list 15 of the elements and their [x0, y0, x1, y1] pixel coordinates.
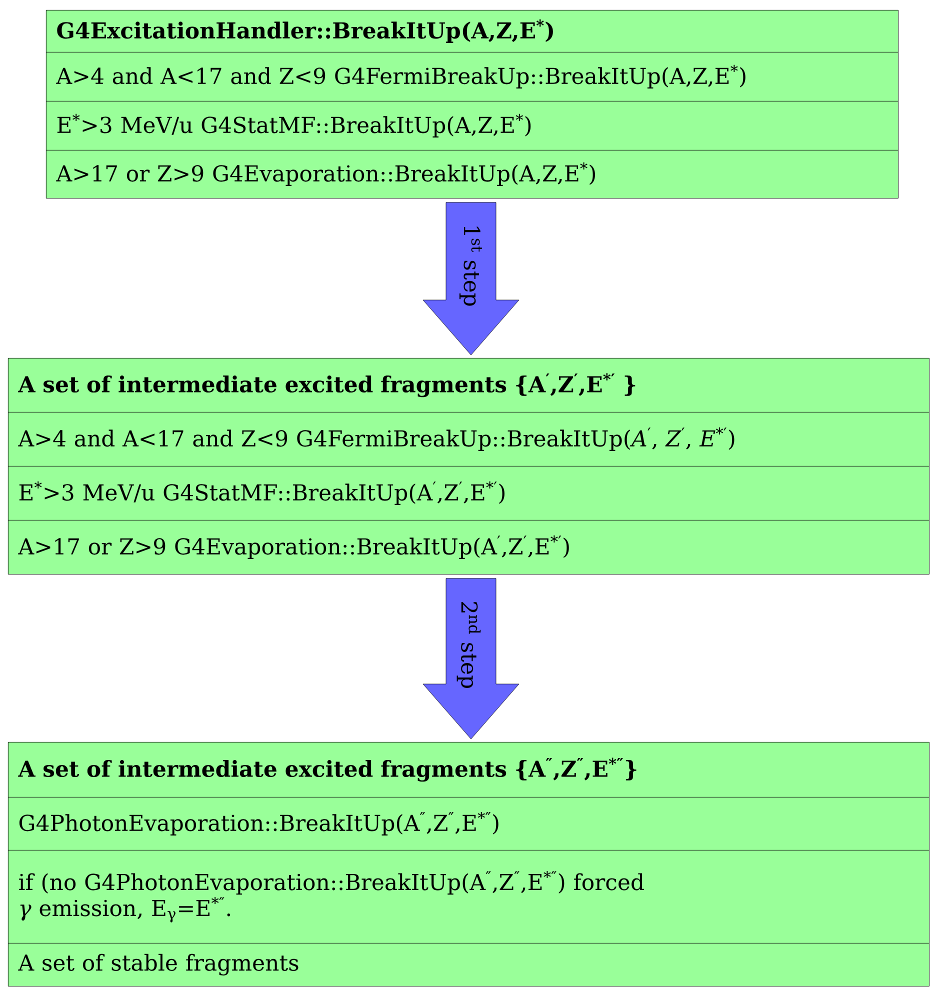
table-row: A>4 and A<17 and Z<9 G4FermiBreakUp::BreakItUp(A$^{′}$, Z$^{′}$, E$^{*′}$) [8, 412, 930, 466]
table-header: G4ExcitationHandler::BreakItUp(A,Z,E$^{*}$) [46, 10, 898, 52]
table-header: A set of intermediate excited fragments {A$^{″}$,Z$^{″}$,E$^{*″}$} [8, 742, 930, 798]
table-row: A>17 or Z>9 G4Evaporation::BreakItUp(A,Z,E$^{*}$) [46, 150, 898, 198]
table-row: A>4 and A<17 and Z<9 G4FermiBreakUp::BreakItUp(A,Z,E$^{*}$) [46, 52, 898, 102]
table-row: E$^{*}$>3 MeV/u G4StatMF::BreakItUp(A,Z,E$^{*}$) [46, 101, 898, 150]
block-arrow [422, 578, 520, 740]
table-row: G4PhotonEvaporation::BreakItUp(A$^{″}$,Z$^{″}$,E$^{*″}$) [8, 797, 930, 850]
table-row: A set of stable fragments [8, 943, 930, 986]
table-header: A set of intermediate excited fragments {A$^{′}$,Z$^{′}$,E$^{*′}$ } [8, 358, 930, 412]
edge-label: 2$^{nd}$ step [456, 602, 481, 688]
block-arrow [422, 202, 520, 356]
table-row: E$^{*}$>3 MeV/u G4StatMF::BreakItUp(A$^{′}$,Z$^{′}$,E$^{*′}$) [8, 466, 930, 520]
table-row: A>17 or Z>9 G4Evaporation::BreakItUp(A$^{′}$,Z$^{′}$,E$^{*′}$) [8, 520, 930, 574]
edge-label: 1$^{st}$ step [459, 226, 482, 306]
